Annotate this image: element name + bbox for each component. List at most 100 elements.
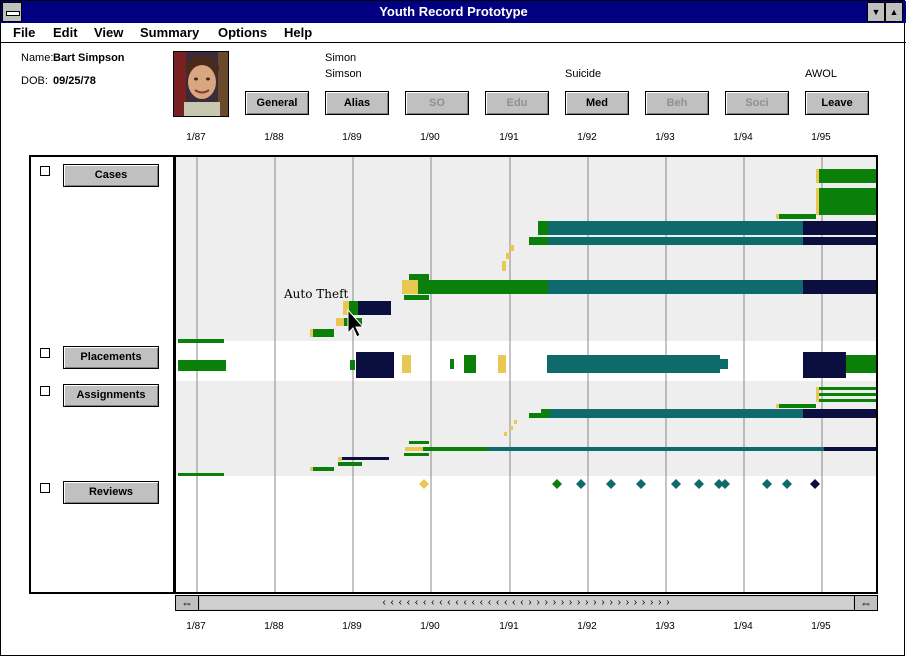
- system-menu-icon[interactable]: [2, 2, 22, 22]
- timeline-bar: [510, 426, 513, 430]
- axis-top-label: 1/91: [499, 132, 519, 143]
- timeline-bar: [818, 201, 876, 215]
- axis-bottom-label: 1/88: [264, 621, 284, 632]
- scroll-left-icon[interactable]: ⇔: [176, 596, 199, 610]
- timeline-bar: [402, 355, 411, 373]
- menu-view[interactable]: View: [94, 25, 124, 40]
- axis-bottom-label: 1/89: [342, 621, 362, 632]
- assignments-checkbox[interactable]: [40, 386, 50, 396]
- timeline-bar: [350, 360, 355, 370]
- menu-file[interactable]: File: [13, 25, 36, 40]
- timeline-bar: [803, 237, 876, 245]
- beh-button[interactable]: Beh: [645, 91, 709, 115]
- alias-button[interactable]: Alias: [325, 91, 389, 115]
- minimize-icon[interactable]: ▼: [867, 2, 885, 22]
- alias-note-1: Simon: [325, 52, 357, 64]
- cases-checkbox[interactable]: [40, 166, 50, 176]
- name-label: Name:: [21, 52, 54, 64]
- timeline-bar: [803, 409, 876, 413]
- timeline-bar: [418, 280, 548, 294]
- timeline-bar: [547, 355, 720, 373]
- timeline-bar: [818, 169, 876, 183]
- timeline-bar: [816, 188, 819, 202]
- menu-options[interactable]: Options: [218, 25, 268, 40]
- reviews-button[interactable]: Reviews: [63, 481, 159, 504]
- review-diamond: [714, 479, 724, 489]
- section-panel: [29, 155, 175, 594]
- scroll-track[interactable]: ‹ ‹ ‹ ‹ ‹ ‹ ‹ ‹ ‹ ‹ ‹ ‹ ‹ ‹ ‹ ‹ ‹ ‹ › › …: [200, 597, 853, 609]
- timeline-bar: [402, 280, 418, 294]
- timeline-bar: [506, 253, 510, 259]
- window-title: Youth Record Prototype: [379, 4, 528, 19]
- timeline-bar: [529, 237, 548, 245]
- timeline-bar: [548, 237, 803, 245]
- review-diamond: [606, 479, 616, 489]
- timeline-bar: [529, 413, 549, 418]
- menu-help[interactable]: Help: [284, 25, 313, 40]
- axis-top-label: 1/95: [811, 132, 831, 143]
- timeline-bar: [548, 280, 803, 294]
- timeline-plot[interactable]: Auto Theft: [175, 155, 878, 594]
- timeline-bar: [488, 447, 824, 451]
- axis-top-label: 1/90: [420, 132, 440, 143]
- axis-top-label: 1/93: [655, 132, 675, 143]
- axis-bottom-label: 1/90: [420, 621, 440, 632]
- timeline-bar: [816, 169, 819, 183]
- timeline-bar: [349, 301, 358, 315]
- soci-button[interactable]: Soci: [725, 91, 789, 115]
- so-button[interactable]: SO: [405, 91, 469, 115]
- timeline-bar: [178, 339, 224, 343]
- med-note: Suicide: [565, 68, 602, 80]
- assignments-band: [176, 381, 876, 476]
- leave-button[interactable]: Leave: [805, 91, 869, 115]
- timeline-bar: [776, 404, 779, 408]
- timeline-bar: [803, 280, 876, 294]
- timeline-bar: [358, 301, 391, 315]
- assignments-button[interactable]: Assignments: [63, 384, 159, 407]
- timeline-bar: [338, 457, 342, 461]
- cursor-icon: [347, 308, 365, 338]
- timeline-bar: [818, 188, 876, 202]
- timeline-bar: [404, 453, 429, 456]
- axis-bottom-label: 1/87: [186, 621, 206, 632]
- timeline-bar: [312, 329, 334, 337]
- review-diamond: [810, 479, 820, 489]
- review-diamond: [762, 479, 772, 489]
- axis-bottom-label: 1/92: [577, 621, 597, 632]
- timeline-bar: [409, 441, 429, 444]
- timeline-bar: [178, 473, 224, 476]
- timeline-bar: [178, 360, 226, 371]
- menu-summary[interactable]: Summary: [140, 25, 200, 40]
- timeline-scrollbar[interactable]: ⇔ ‹ ‹ ‹ ‹ ‹ ‹ ‹ ‹ ‹ ‹ ‹ ‹ ‹ ‹ ‹ ‹ ‹ ‹ › …: [175, 595, 878, 611]
- timeline-bar: [464, 355, 476, 373]
- axis-bottom-label: 1/94: [733, 621, 753, 632]
- menu-bar: File Edit View Summary Options Help: [1, 23, 906, 43]
- med-button[interactable]: Med: [565, 91, 629, 115]
- placements-checkbox[interactable]: [40, 348, 50, 358]
- axis-top-label: 1/88: [264, 132, 284, 143]
- timeline-bar: [816, 387, 819, 402]
- name-value: Bart Simpson: [53, 52, 125, 64]
- placements-button[interactable]: Placements: [63, 346, 159, 369]
- timeline-bar: [551, 409, 803, 413]
- review-diamond: [576, 479, 586, 489]
- timeline-bar: [404, 295, 429, 300]
- general-button[interactable]: General: [245, 91, 309, 115]
- maximize-icon[interactable]: ▲: [885, 2, 903, 22]
- axis-bottom-label: 1/91: [499, 621, 519, 632]
- scroll-right-icon[interactable]: ⇔: [854, 596, 877, 610]
- menu-edit[interactable]: Edit: [53, 25, 78, 40]
- review-diamond: [419, 479, 429, 489]
- cases-band: [176, 157, 876, 341]
- reviews-checkbox[interactable]: [40, 483, 50, 493]
- timeline-bar: [514, 420, 517, 424]
- cases-button[interactable]: Cases: [63, 164, 159, 187]
- timeline-bar: [312, 467, 334, 471]
- timeline-bar: [779, 404, 816, 408]
- timeline-bar: [502, 261, 506, 271]
- review-diamond: [720, 479, 730, 489]
- edu-button[interactable]: Edu: [485, 91, 549, 115]
- timeline-bar: [310, 329, 313, 337]
- timeline-bar: [336, 318, 344, 326]
